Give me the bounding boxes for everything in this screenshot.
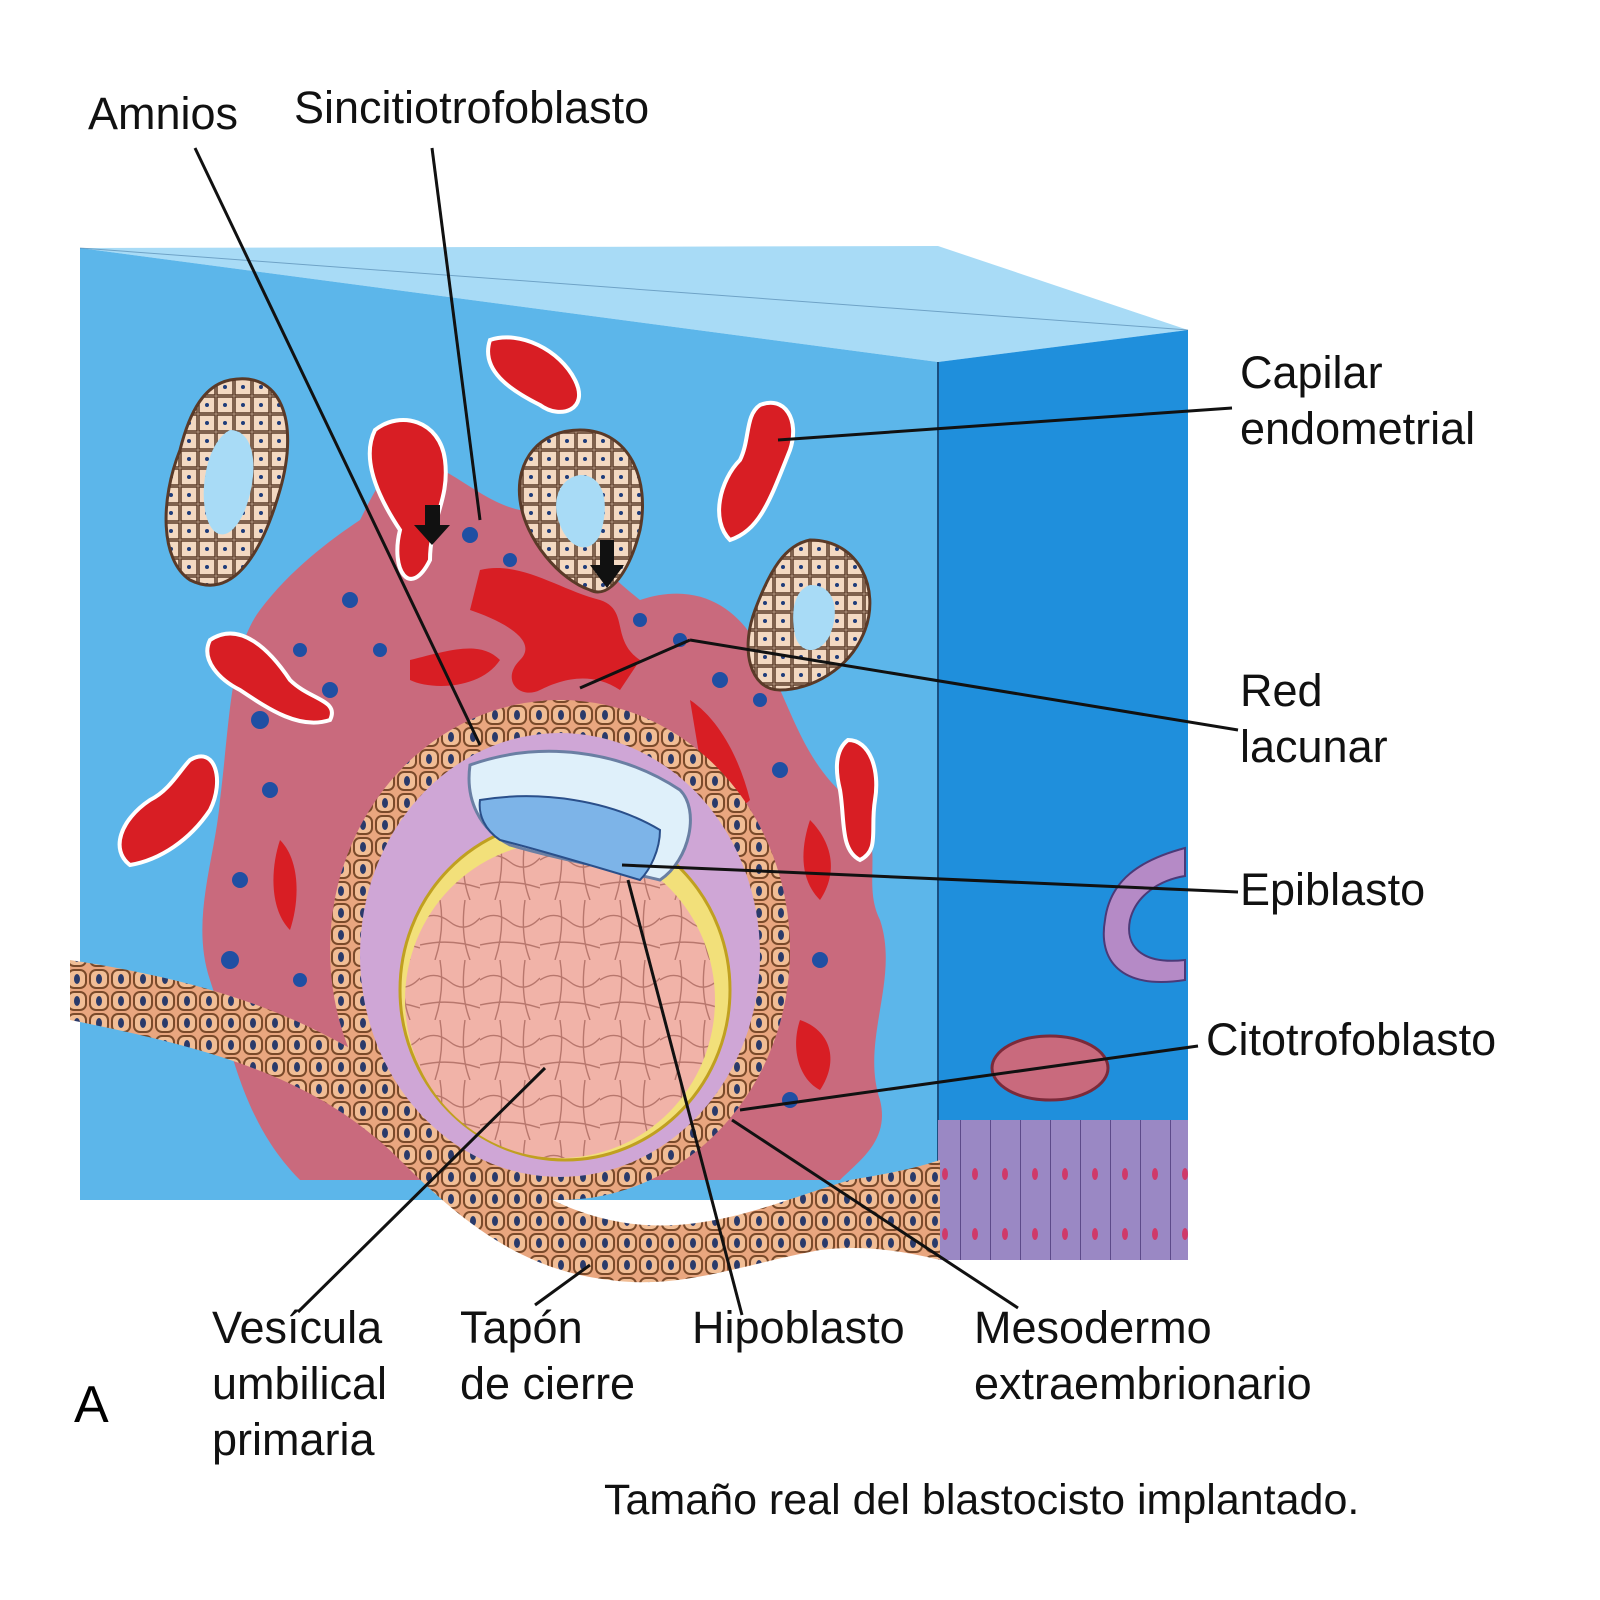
label-vesicula-umbilical: Vesícula umbilical primaria <box>212 1300 387 1468</box>
invasion-arrows <box>414 505 624 588</box>
label-hipoblasto-text: Hipoblasto <box>692 1302 905 1353</box>
leader-lines <box>193 147 1239 1316</box>
label-capilar-line1: Capilar <box>1240 347 1383 398</box>
label-vesicula-line3: primaria <box>212 1414 375 1465</box>
label-epiblasto-text: Epiblasto <box>1240 864 1426 915</box>
label-hipoblasto: Hipoblasto <box>692 1300 905 1356</box>
label-tapon-line2: de cierre <box>460 1358 636 1409</box>
label-citotrofoblasto-text: Citotrofoblasto <box>1206 1014 1497 1065</box>
label-sincitiotrofoblasto: Sincitiotrofoblasto <box>294 80 649 136</box>
blastocyst <box>330 700 790 1200</box>
label-vesicula-line1: Vesícula <box>212 1302 383 1353</box>
label-red-lacunar: Red lacunar <box>1240 663 1388 775</box>
label-mesodermo-line2: extraembrionario <box>974 1358 1312 1409</box>
uterine-glands <box>164 377 872 692</box>
epiblast <box>478 795 662 882</box>
label-capilar-line2: endometrial <box>1240 403 1476 454</box>
side-epithelium <box>938 1120 1188 1260</box>
label-red-lacunar-line2: lacunar <box>1240 721 1388 772</box>
lacunar-network <box>273 567 831 1090</box>
label-epiblasto: Epiblasto <box>1240 862 1425 918</box>
label-citotrofoblasto: Citotrofoblasto <box>1206 1012 1496 1068</box>
uterine-epithelium <box>70 960 940 1283</box>
panel-letter: A <box>74 1376 109 1434</box>
endometrium-side-face <box>938 330 1188 1200</box>
label-vesicula-line2: umbilical <box>212 1358 388 1409</box>
label-mesodermo-extraembrionario: Mesodermo extraembrionario <box>974 1300 1312 1412</box>
label-tapon-line1: Tapón <box>460 1302 583 1353</box>
figure-caption: Tamaño real del blastocisto implantado. <box>604 1476 1360 1524</box>
label-tapon-de-cierre: Tapón de cierre <box>460 1300 635 1412</box>
label-mesodermo-line1: Mesodermo <box>974 1302 1212 1353</box>
label-amnios-text: Amnios <box>88 88 239 139</box>
primary-yolk-sac <box>405 842 715 1158</box>
label-amnios: Amnios <box>88 86 238 142</box>
label-sincitiotrofoblasto-text: Sincitiotrofoblasto <box>294 82 650 133</box>
label-red-lacunar-line1: Red <box>1240 665 1323 716</box>
syncytiotrophoblast-nuclei <box>221 527 828 1108</box>
endometrium-top-face <box>80 246 1188 362</box>
side-gland <box>1102 846 1186 983</box>
label-capilar-endometrial: Capilar endometrial <box>1240 345 1475 457</box>
